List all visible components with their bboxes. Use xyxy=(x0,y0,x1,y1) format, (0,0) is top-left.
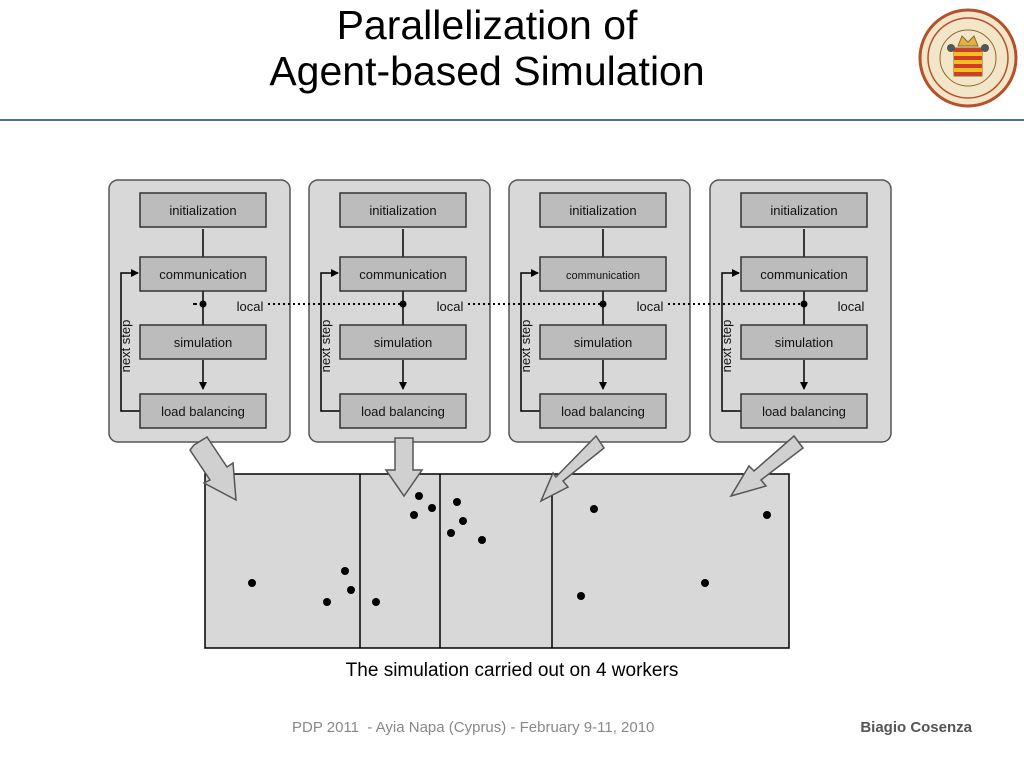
communication-box-label: communication xyxy=(159,267,246,282)
initialization-box xyxy=(539,192,667,228)
footer-author: Biagio Cosenza xyxy=(860,719,972,736)
simulation-box xyxy=(139,324,267,360)
local-label: local xyxy=(637,299,664,314)
local-junction-dot xyxy=(800,300,808,308)
agents xyxy=(248,492,771,606)
load-balancing-box xyxy=(539,393,667,429)
simulation-box-label: simulation xyxy=(174,335,233,350)
initialization-box-label: initialization xyxy=(770,203,837,218)
assignment-arrows xyxy=(189,434,805,503)
page-title: Parallelization of Agent-based Simulatio… xyxy=(150,2,824,94)
diagram-caption: The simulation carried out on 4 workers xyxy=(345,660,679,681)
load-balancing-box xyxy=(139,393,267,429)
simulation-box-label: simulation xyxy=(374,335,433,350)
agent-dot xyxy=(372,598,380,606)
local-label: local xyxy=(237,299,264,314)
next-step-label: next step xyxy=(318,320,333,373)
agent-dot xyxy=(459,517,467,525)
initialization-box xyxy=(740,192,868,228)
communication-box-label: communication xyxy=(566,270,640,282)
local-junction-dot xyxy=(599,300,607,308)
load-balancing-box-label: load balancing xyxy=(361,404,445,419)
agent-dot xyxy=(701,579,709,587)
agent-dot xyxy=(410,511,418,519)
next-step-loop-arrow xyxy=(120,269,140,412)
communication-box xyxy=(339,256,467,292)
university-seal-logo xyxy=(918,8,1018,108)
load-balancing-box xyxy=(339,393,467,429)
agent-dot xyxy=(347,586,355,594)
title-divider xyxy=(0,119,1024,121)
worker-1-assignment-arrow xyxy=(189,435,237,502)
worker-panel-2: local initialization communication simulati… xyxy=(308,179,491,443)
initialization-box-label: initialization xyxy=(569,203,636,218)
communication-box xyxy=(740,256,868,292)
next-step-label: next step xyxy=(518,320,533,373)
worker-3-assignment-arrow xyxy=(539,434,606,503)
agent-dot xyxy=(248,579,256,587)
communication-box-label: communication xyxy=(359,267,446,282)
simulation-box xyxy=(339,324,467,360)
load-balancing-box-label: load balancing xyxy=(762,404,846,419)
agent-dot xyxy=(763,511,771,519)
next-step-label: next step xyxy=(118,320,133,373)
simulation-space xyxy=(204,473,790,649)
initialization-box-label: initialization xyxy=(369,203,436,218)
agent-dot xyxy=(577,592,585,600)
footer-conference: PDP 2011 - Ayia Napa (Cyprus) - February… xyxy=(292,719,655,736)
worker-panel-1: local initialization communication simulati… xyxy=(108,179,291,443)
agent-dot xyxy=(415,492,423,500)
worker-panel-4: local initialization communication simulati… xyxy=(709,179,892,443)
next-step-label: next step xyxy=(719,320,734,373)
load-balancing-box-label: load balancing xyxy=(561,404,645,419)
initialization-box xyxy=(339,192,467,228)
agent-dot xyxy=(447,529,455,537)
agent-dot xyxy=(590,505,598,513)
agent-dot xyxy=(453,498,461,506)
title-line-1: Parallelization of xyxy=(336,2,638,48)
worker-4-assignment-arrow xyxy=(729,434,805,498)
worker-2-assignment-arrow xyxy=(384,437,424,498)
worker-panel-3: local initialization communication simulati… xyxy=(508,179,691,443)
communication-box-label: communication xyxy=(760,267,847,282)
initialization-box-label: initialization xyxy=(169,203,236,218)
local-junction-dot xyxy=(399,300,407,308)
worker-panel-background xyxy=(709,179,892,443)
agent-dot xyxy=(341,567,349,575)
agent-dot xyxy=(428,504,436,512)
communication-box xyxy=(139,256,267,292)
next-step-loop-arrow xyxy=(320,269,340,412)
local-junction-dot xyxy=(199,300,207,308)
load-balancing-box-label: load balancing xyxy=(161,404,245,419)
load-balancing-box xyxy=(740,393,868,429)
agent-dot xyxy=(478,536,486,544)
local-label: local xyxy=(437,299,464,314)
title-line-2: Agent-based Simulation xyxy=(269,48,705,94)
agent-dot xyxy=(323,598,331,606)
local-label: local xyxy=(838,299,865,314)
simulation-box-label: simulation xyxy=(574,335,633,350)
initialization-box xyxy=(139,192,267,228)
next-step-loop-arrow xyxy=(520,269,540,412)
communication-box xyxy=(539,256,667,292)
simulation-box-label: simulation xyxy=(775,335,834,350)
simulation-box xyxy=(539,324,667,360)
next-step-loop-arrow xyxy=(721,269,741,412)
simulation-box xyxy=(740,324,868,360)
